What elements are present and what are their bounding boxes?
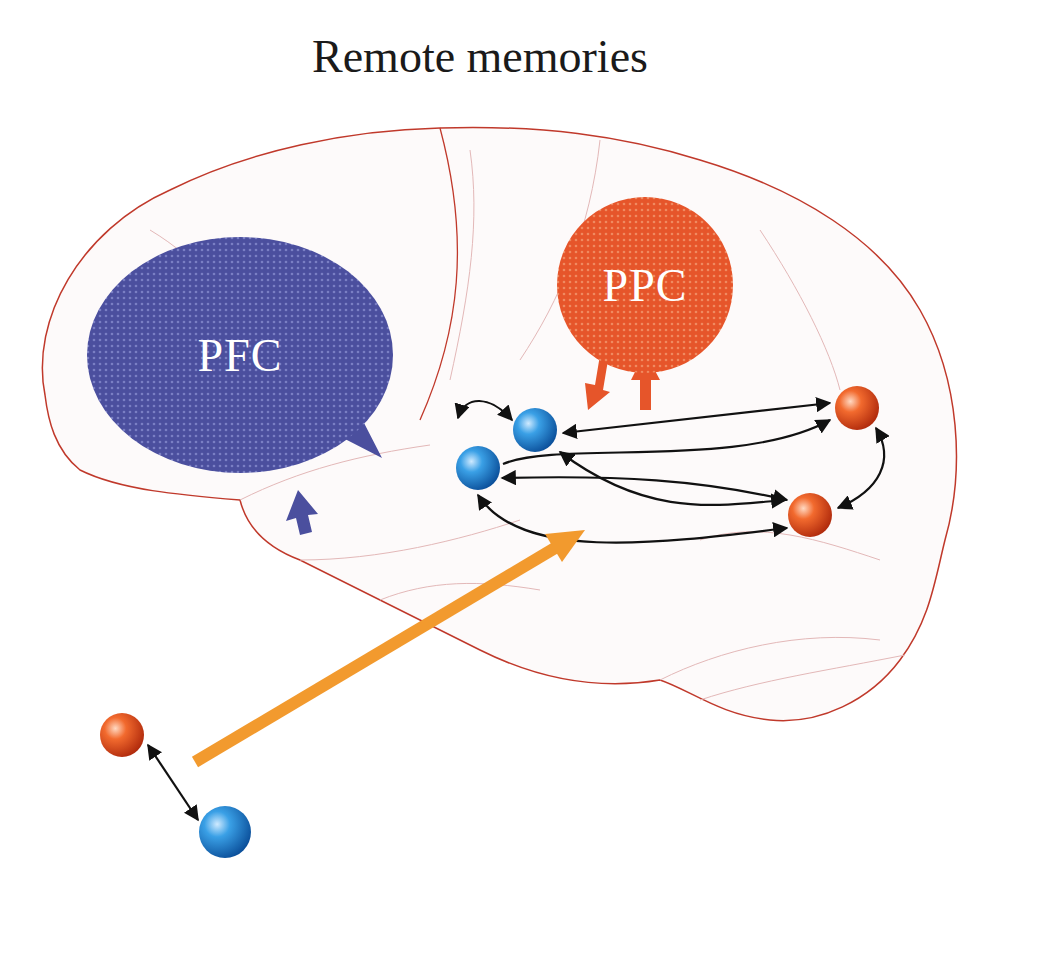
brain-region: PFC bbox=[85, 235, 395, 475]
region-texts: PFC bbox=[198, 329, 283, 382]
brain-region: PPC bbox=[555, 195, 735, 375]
region-label: PPC bbox=[603, 259, 688, 312]
region-texts: PPC bbox=[603, 259, 688, 312]
region-label: PFC bbox=[198, 329, 283, 382]
diagram-title: Remote memories bbox=[0, 30, 960, 83]
orange-arrow bbox=[195, 530, 585, 762]
